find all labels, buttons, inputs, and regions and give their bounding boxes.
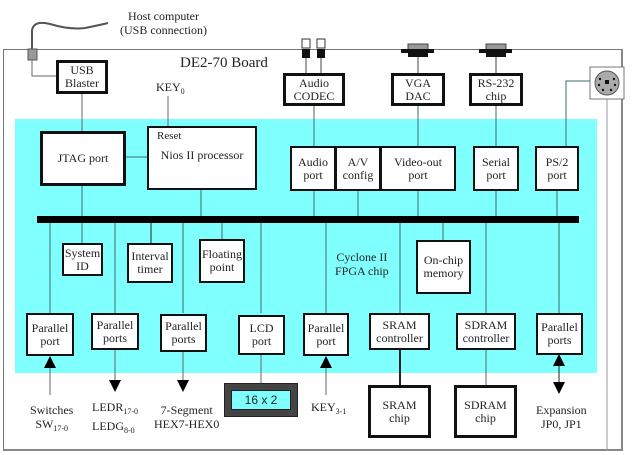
lcd-display: 16 x 2 xyxy=(224,383,298,417)
host-label: Host computer(USB connection) xyxy=(120,9,207,37)
usb-connector-icon xyxy=(27,48,38,61)
ps2-link xyxy=(565,80,590,147)
audio-jack-icon xyxy=(302,49,310,58)
leds-label: LEDR17-0 LEDG8-0 xyxy=(92,400,139,435)
usb-link xyxy=(31,60,56,77)
system-bus xyxy=(37,216,579,223)
keys-label: KEY3-1 xyxy=(311,400,347,416)
usb-cable xyxy=(31,21,109,54)
key0-label: KEY0 xyxy=(156,80,185,96)
arrow-down-icon xyxy=(109,380,121,392)
arrow-up-icon xyxy=(44,356,56,368)
board-title: DE2-70 Board xyxy=(180,55,268,71)
switches-label: Switches SW17-0 xyxy=(30,403,74,433)
arrow-up-icon xyxy=(320,356,332,368)
arrow-down-icon xyxy=(177,380,189,392)
arrow-up-icon xyxy=(553,354,565,366)
audio-jack-icon xyxy=(316,38,326,49)
audio-jack-icon xyxy=(317,49,325,58)
board-outline xyxy=(3,49,623,451)
nios-processor-block: Reset Nios II processor xyxy=(147,126,257,190)
lcd-screen: 16 x 2 xyxy=(231,390,291,410)
audio-jack-icon xyxy=(301,38,311,49)
jtag-port-block: JTAG port xyxy=(40,131,126,186)
arrow-down-icon xyxy=(553,382,565,394)
